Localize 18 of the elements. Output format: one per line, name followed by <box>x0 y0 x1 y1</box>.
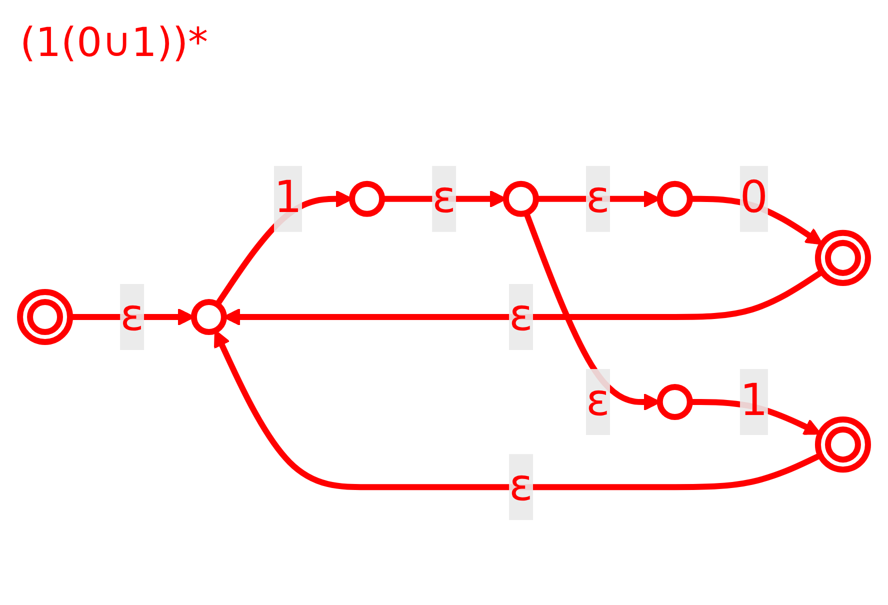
node-doublecircle <box>17 288 74 344</box>
edge-label: ε <box>432 173 456 224</box>
node-circle <box>502 180 539 216</box>
edge-label: ε <box>120 291 144 342</box>
edge-label: 0 <box>740 173 768 224</box>
node-circle <box>656 384 693 420</box>
edge-label: 1 <box>740 376 768 427</box>
node-doublecircle <box>814 416 871 472</box>
node-circle <box>656 180 693 216</box>
title: (1(0∪1))* <box>20 20 208 66</box>
edge-label: ε <box>509 462 533 512</box>
node-doublecircle <box>814 229 871 286</box>
edge-label: ε <box>586 376 610 427</box>
node-circle <box>190 298 227 334</box>
edge-label: ε <box>586 173 610 224</box>
edge-label: ε <box>509 291 533 342</box>
edge-label: 1 <box>274 173 302 224</box>
node-circle <box>349 180 386 216</box>
